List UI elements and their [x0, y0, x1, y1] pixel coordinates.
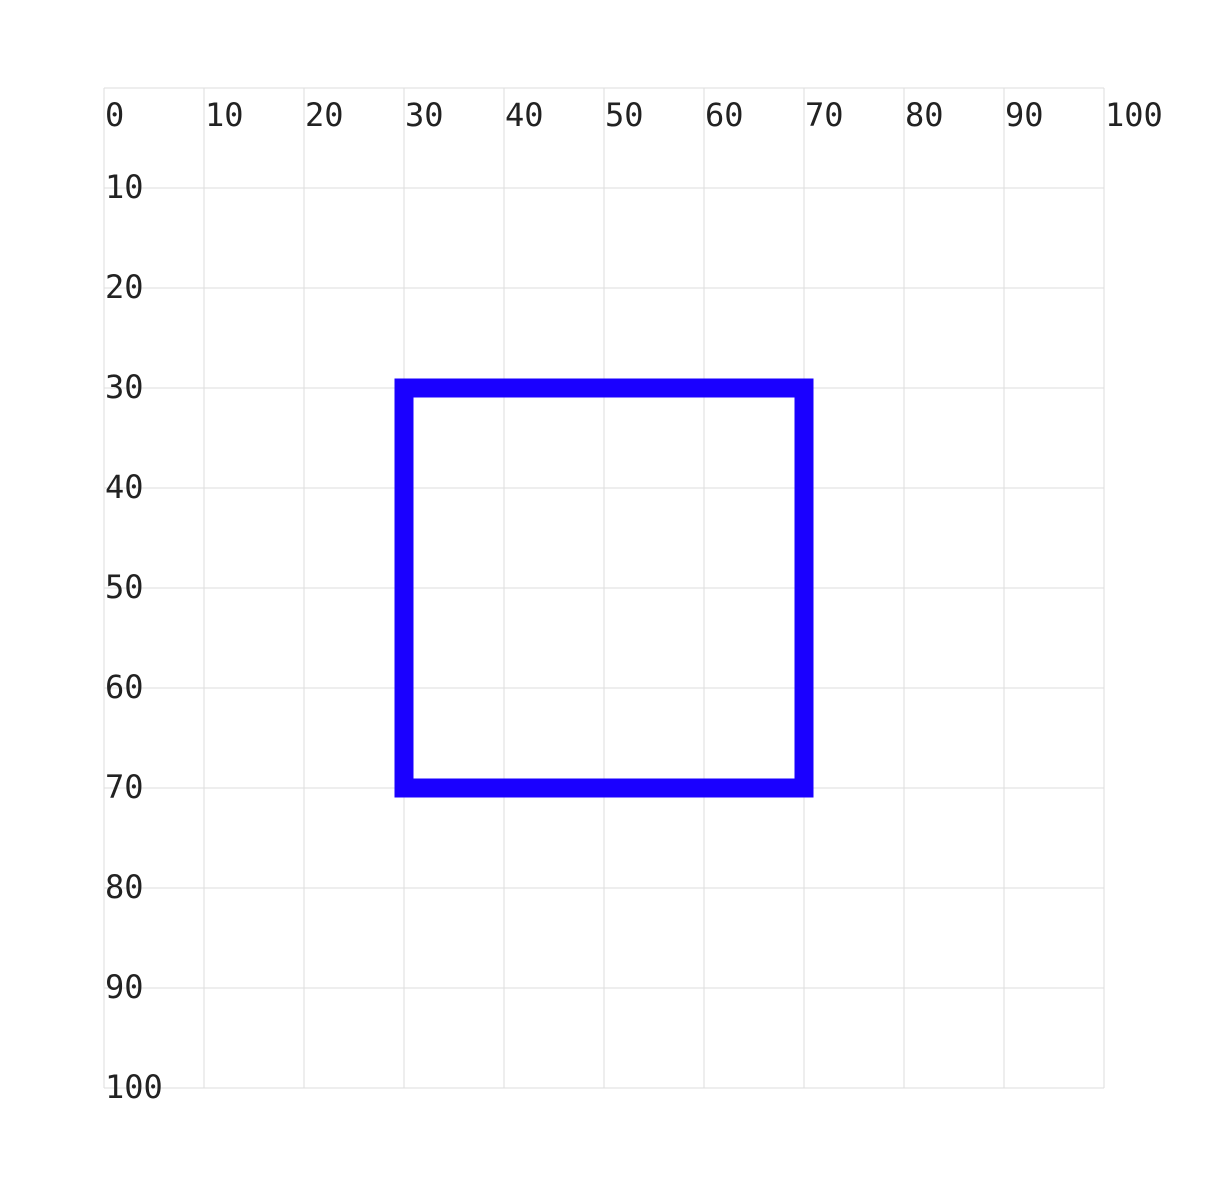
y-tick-label: 30	[105, 368, 144, 406]
x-tick-label: 50	[605, 96, 644, 134]
x-tick-label: 10	[205, 96, 244, 134]
y-tick-label: 50	[105, 568, 144, 606]
x-tick-label: 0	[105, 96, 124, 134]
y-tick-labels: 10 20 30 40 50 60 70 80 90 100	[105, 168, 163, 1106]
blue-square	[394, 378, 814, 798]
x-tick-label: 20	[305, 96, 344, 134]
y-tick-label: 100	[105, 1068, 163, 1106]
y-tick-label: 10	[105, 168, 144, 206]
y-tick-label: 60	[105, 668, 144, 706]
x-tick-label: 60	[705, 96, 744, 134]
y-tick-label: 70	[105, 768, 144, 806]
grid-lines	[103, 87, 1105, 1089]
x-tick-labels: 0 10 20 30 40 50 60 70 80 90 100	[105, 96, 1163, 134]
y-tick-label: 90	[105, 968, 144, 1006]
x-tick-label: 90	[1005, 96, 1044, 134]
y-tick-label: 20	[105, 268, 144, 306]
x-tick-label: 40	[505, 96, 544, 134]
x-tick-label: 80	[905, 96, 944, 134]
shape-layer	[394, 378, 814, 798]
x-tick-label: 70	[805, 96, 844, 134]
x-tick-label: 30	[405, 96, 444, 134]
y-tick-label: 40	[105, 468, 144, 506]
x-tick-label: 100	[1105, 96, 1163, 134]
y-tick-label: 80	[105, 868, 144, 906]
